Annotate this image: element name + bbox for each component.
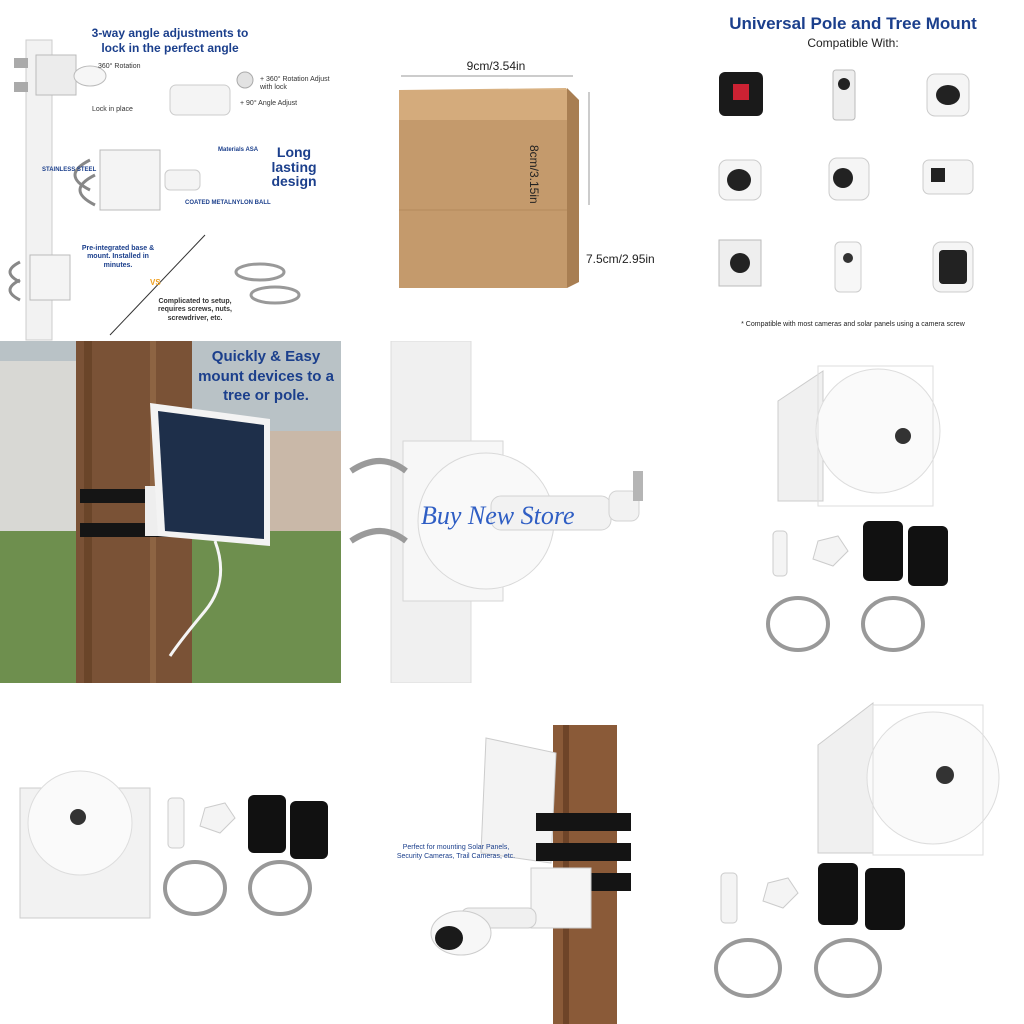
callout-lock: Lock in place <box>92 106 133 113</box>
callout-angle-adjust: + 90° Angle Adjust <box>240 100 298 107</box>
kit-parts-alt-icon <box>19 770 328 919</box>
tree-headline: Quickly & Easy mount devices to a tree o… <box>198 348 334 404</box>
usage-panel: Perfect for mounting Solar Panels, Secur… <box>341 683 683 1024</box>
angle-adjustment-panel: 3-way angle adjustments to lock in the p… <box>0 0 341 341</box>
kit-contents-large-panel <box>683 683 1024 1024</box>
box-height-label: 8cm/3.15in <box>527 145 541 204</box>
kit-parts-icon <box>766 365 948 652</box>
angle-diagram-icon <box>8 39 301 341</box>
box-depth-label: 7.5cm/2.95in <box>586 252 655 266</box>
compat-footnote: * Compatible with most cameras and solar… <box>741 321 965 328</box>
callout-rotation-adjust: + 360° Rotation Adjust with lock <box>260 76 330 92</box>
vs-label: VS <box>150 278 161 287</box>
tree-mount-panel: Quickly & Easy mount devices to a tree o… <box>0 341 341 683</box>
label-materials-asa: Materials ASA <box>218 147 259 153</box>
box-dimensions-panel: 9cm/3.54in 8cm/3.15in 7.5cm/2.95in <box>341 0 683 341</box>
complicated-note: Complicated to setup, requires screws, n… <box>158 298 232 322</box>
pre-integrated-note: Pre-integrated base & mount. Installed i… <box>81 245 155 269</box>
label-stainless-steel: STAINLESS STEEL <box>42 167 97 173</box>
compatibility-panel: Universal Pole and Tree Mount Compatible… <box>683 0 1024 341</box>
box-width-label: 9cm/3.54in <box>466 59 526 73</box>
cardboard-box-icon <box>399 75 590 288</box>
usage-scene-icon <box>430 725 631 1024</box>
kit-contents-panel <box>683 341 1024 683</box>
long-lasting-heading: Long lasting design <box>271 144 317 190</box>
compat-subtitle: Compatible With: <box>807 36 899 50</box>
label-coated-metal: COATED METAL <box>185 200 232 206</box>
kit-contents-alt-panel <box>0 683 341 1024</box>
compat-title: Universal Pole and Tree Mount <box>729 14 977 33</box>
store-watermark: Buy New Store <box>421 501 575 530</box>
kit-parts-large-icon <box>714 701 1000 998</box>
camera-models-icon <box>718 69 974 293</box>
pole-mount-panel: Buy New Store <box>341 341 683 683</box>
tree-scene-icon <box>0 341 341 683</box>
angle-title: 3-way angle adjustments to lock in the p… <box>91 26 249 55</box>
usage-caption: Perfect for mounting Solar Panels, Secur… <box>396 844 516 861</box>
callout-rotation: 360° Rotation <box>98 63 141 70</box>
pole-mount-icon <box>349 341 643 683</box>
label-nylon-ball: NYLON BALL <box>232 200 271 206</box>
